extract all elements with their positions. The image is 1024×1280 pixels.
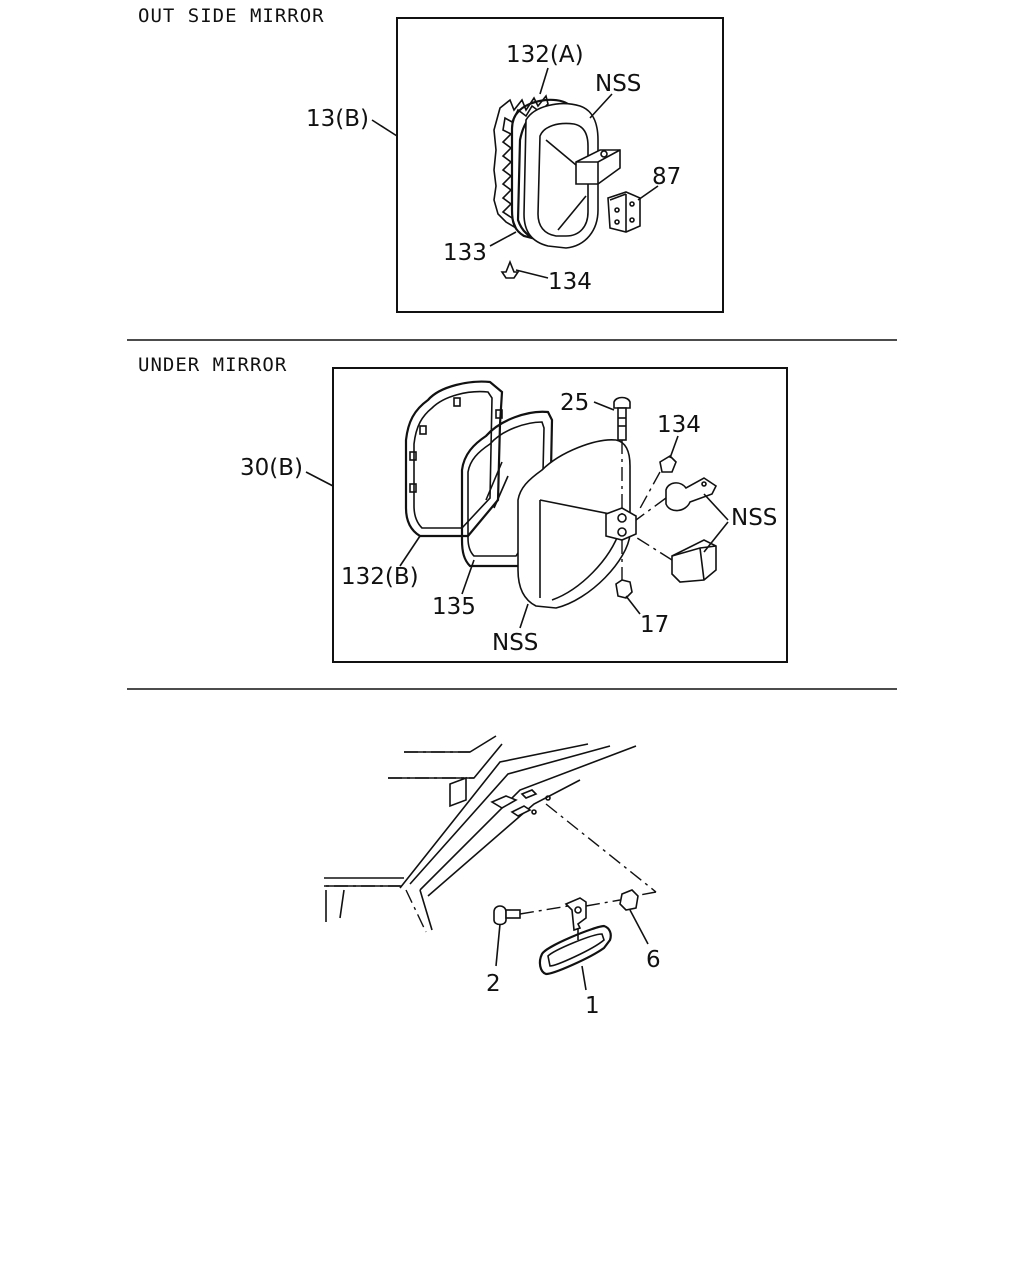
clip-edge [609,193,627,232]
screw-axis [637,471,661,513]
clip-hole [629,201,635,207]
leader-2 [495,923,501,967]
screw-shank [505,909,521,919]
leader-135 [461,559,475,595]
glass-135 [460,410,554,568]
arm-stay [665,477,718,512]
screw-2 [493,905,507,926]
callout-87: 87 [652,164,681,190]
mount-axis [633,891,657,897]
clamp-edge [671,545,717,581]
bolt-shank [617,407,627,441]
glass-inner [467,421,545,557]
clip-hole [614,207,620,213]
frame-tab [495,409,503,419]
roof-bracket [449,776,467,808]
callout-nss-bottom: NSS [492,630,538,656]
gasket-132a [493,94,549,230]
callout-132b: 132(B) [341,564,419,590]
frame-inner [413,390,493,529]
frame-132b [404,380,504,538]
leader-132b [399,535,421,567]
mirror-stay [564,897,587,932]
mount-point [545,795,551,801]
nut-17 [615,579,633,599]
bracket-edge [576,149,621,184]
clip-hole [614,219,620,225]
callout-134: 134 [548,269,592,295]
bolt-25 [613,396,631,409]
stay-hole [574,906,582,914]
arm-hole [701,481,707,487]
leader-25 [593,401,615,411]
cab-pillar [324,877,433,931]
leader-134 [515,269,549,279]
roof-slot [490,795,518,809]
clamp-axis [633,535,673,561]
room-mirror-1 [538,924,612,976]
leader-30b [305,471,334,487]
leader-1 [581,965,587,991]
leader-133 [489,231,517,247]
callout-6: 6 [646,947,661,973]
clip-87 [607,191,641,233]
mirror-housing [523,102,599,249]
inside-mirror-section: 2 6 1 [324,735,661,1019]
callout-13b: 13(B) [306,106,369,132]
glass-reflection [493,475,509,509]
roof-slot [520,789,538,799]
roof-slot [510,805,532,817]
callout-132a: 132(A) [506,42,584,68]
frame-tab [409,483,417,493]
frame-tab [453,397,461,407]
screw-axis [519,905,569,915]
leader-nss-right-a [703,493,729,521]
under-mirror-frame [332,367,788,663]
callout-nss: NSS [595,71,641,97]
leader-nss-bottom [519,603,529,629]
callout-1: 1 [585,993,600,1019]
cab-hidden-edge [324,751,474,933]
callout-133: 133 [443,240,487,266]
mount-axis [545,803,657,893]
leader-87 [637,185,659,201]
clip-hole [629,217,635,223]
leader-17 [625,595,641,615]
leader-6 [629,909,649,945]
screw-134 [500,259,520,279]
under-mirror-housing [517,439,631,609]
outside-mirror-title: OUT SIDE MIRROR [138,5,325,27]
callout-25: 25 [560,390,589,416]
glass-reflection [557,195,587,231]
under-mirror-section: UNDER MIRROR [138,354,788,663]
outside-mirror-frame [396,17,724,313]
callout-135: 135 [432,594,476,620]
outside-mirror-section: OUT SIDE MIRROR 132(A) NSS 13( [138,5,724,313]
room-mirror-glass [547,933,605,967]
callout-2: 2 [486,971,501,997]
callout-134: 134 [657,412,701,438]
mirror-glass-outline [537,122,589,237]
callout-30b: 30(B) [240,455,303,481]
screw-134b [659,454,677,473]
leader-nss-right-b [703,521,729,553]
cab-roof-structure [388,735,637,897]
leader-nss [589,93,613,119]
bracket-hole [600,150,608,158]
nut-6 [619,889,639,911]
nut-axis [585,899,621,907]
callout-17: 17 [640,612,669,638]
arm-axis [635,497,667,521]
leader-134 [669,435,679,459]
glass-reflection [485,461,503,501]
leader-132a [539,67,549,95]
callout-nss-right: NSS [731,505,777,531]
leader-13b [371,119,398,137]
frame-tab [419,425,427,435]
bracket-hole [617,527,627,537]
under-mirror-title: UNDER MIRROR [138,354,287,376]
frame-tab [409,451,417,461]
mount-point [531,809,537,815]
